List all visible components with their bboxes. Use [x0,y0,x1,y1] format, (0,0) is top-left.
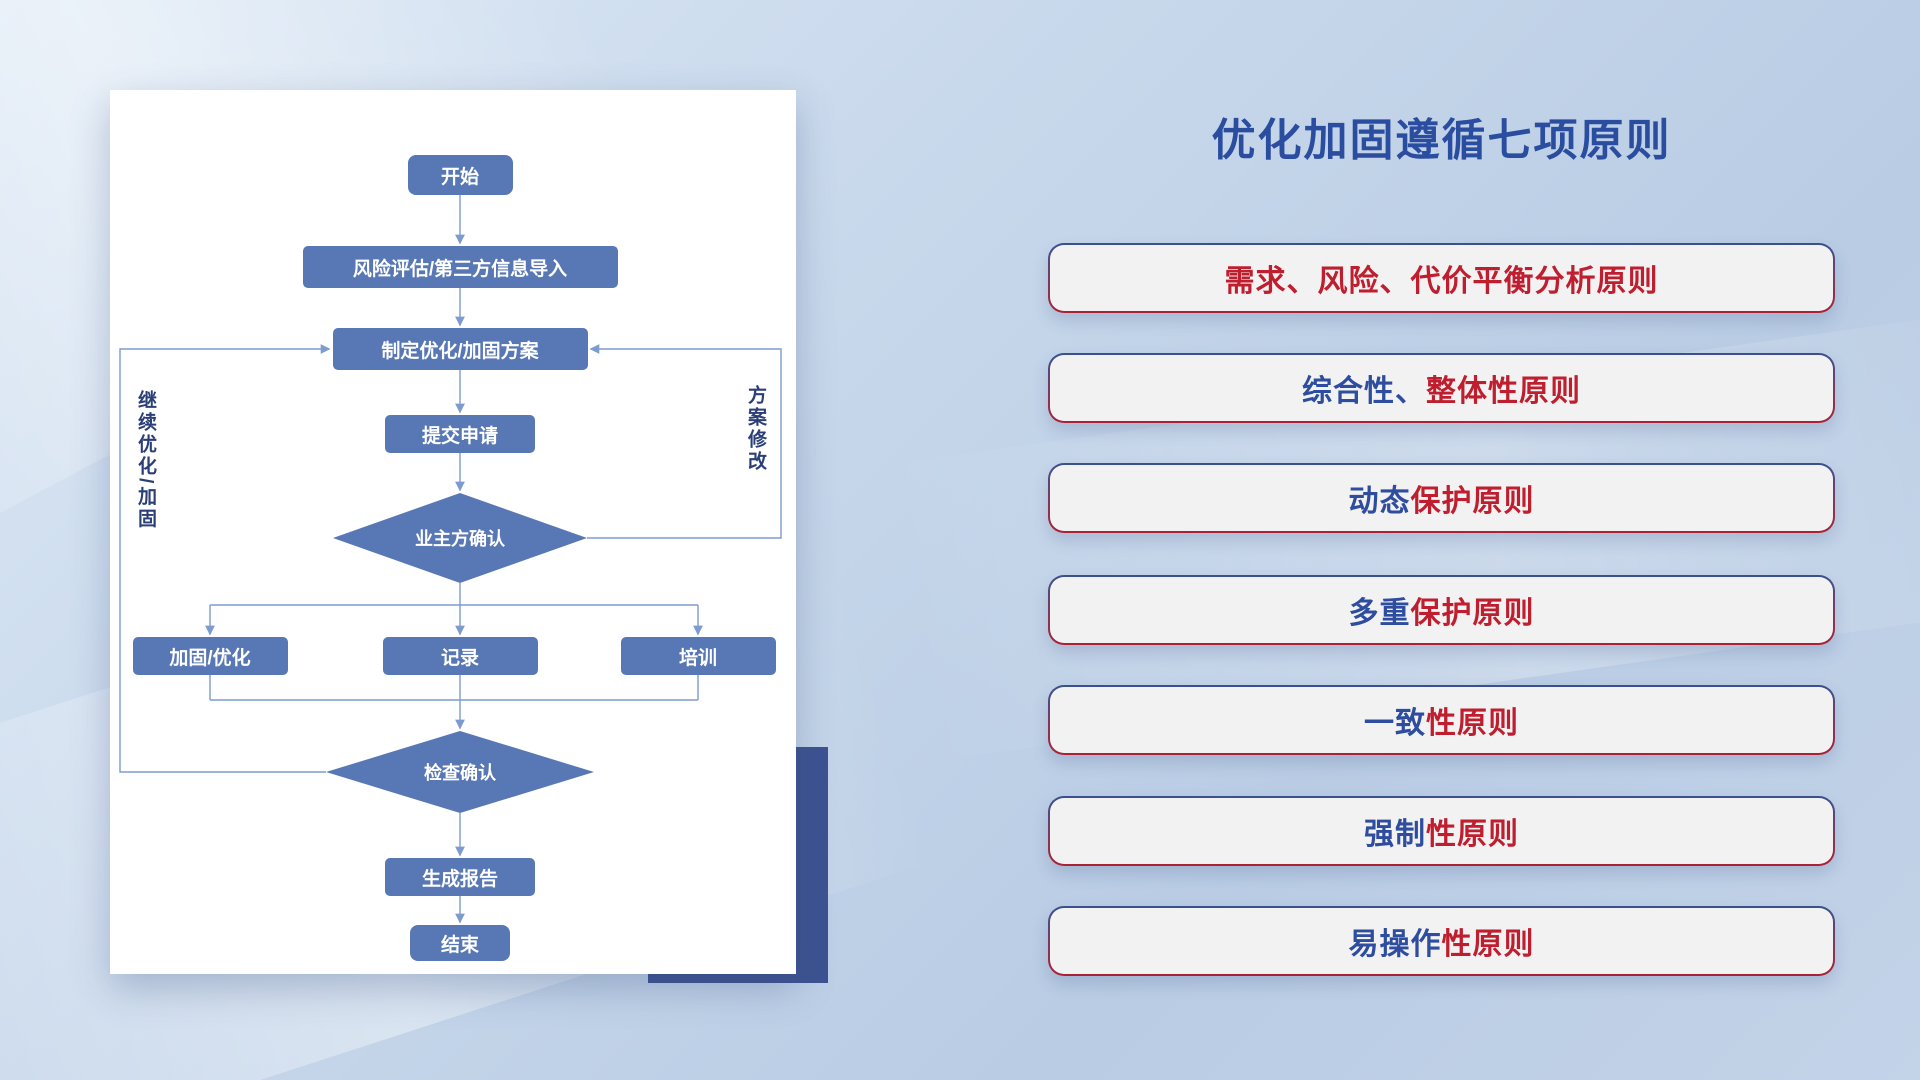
principle-item: 多重保护原则 [1048,575,1835,645]
flowchart-connectors [119,195,782,924]
flow-node-generate-report: 生成报告 [385,858,535,896]
flow-node-record: 记录 [382,637,538,675]
principle-label: 动态保护原则 [1050,465,1833,531]
principle-text-blue: 易操作 [1348,928,1442,961]
flow-node-end: 结束 [410,925,510,961]
flow-node-submit-application: 提交申请 [385,415,535,453]
flow-node-risk-assessment: 风险评估/第三方信息导入 [302,246,618,288]
flow-node-reinforce-optimize: 加固/优化 [132,637,288,675]
flow-node-training: 培训 [620,637,776,675]
principle-label: 一致性原则 [1050,687,1833,753]
principle-text-red: 保护原则 [1410,485,1535,518]
principle-item: 需求、风险、代价平衡分析原则 [1048,243,1835,313]
principle-label: 多重保护原则 [1050,577,1833,643]
principle-text-red: 性原则 [1441,928,1535,961]
flow-node-make-plan: 制定优化/加固方案 [332,328,588,370]
connector-lines [119,195,782,924]
principle-text-red: 性原则 [1426,707,1519,740]
flow-label-continue-optimize: 继续优化/加固 [135,390,156,531]
principle-item: 易操作性原则 [1048,906,1835,976]
principle-item: 强制性原则 [1048,796,1835,866]
principle-text-blue: 综合性、 [1302,375,1426,408]
principle-text-red: 保护原则 [1410,597,1535,630]
flow-label-plan-revision: 方案修改 [745,385,766,473]
flowchart-card: 开始 风险评估/第三方信息导入 制定优化/加固方案 提交申请 业主方确认 加固/… [110,90,796,974]
principle-item: 动态保护原则 [1048,463,1835,533]
principle-item: 一致性原则 [1048,685,1835,755]
principle-text-blue: 多重 [1348,597,1411,630]
principle-text-red: 整体性原则 [1426,375,1581,408]
principles-panel: 优化加固遵循七项原则 需求、风险、代价平衡分析原则 综合性、整体性原则 动态保护… [1048,0,1835,1080]
principle-label: 综合性、整体性原则 [1050,355,1833,421]
page-title: 优化加固遵循七项原则 [1211,116,1672,165]
principle-text-blue: 动态 [1348,485,1411,518]
principle-text-red: 需求、风险、代价平衡分析原则 [1224,265,1659,298]
principle-label: 强制性原则 [1050,798,1833,864]
flow-node-start: 开始 [407,155,513,195]
principle-item: 综合性、整体性原则 [1048,353,1835,423]
principle-text-red: 性原则 [1426,818,1519,851]
principle-label: 需求、风险、代价平衡分析原则 [1050,245,1833,311]
principle-label: 易操作性原则 [1050,908,1833,974]
principle-text-blue: 一致 [1364,707,1426,740]
principle-text-blue: 强制 [1364,818,1426,851]
